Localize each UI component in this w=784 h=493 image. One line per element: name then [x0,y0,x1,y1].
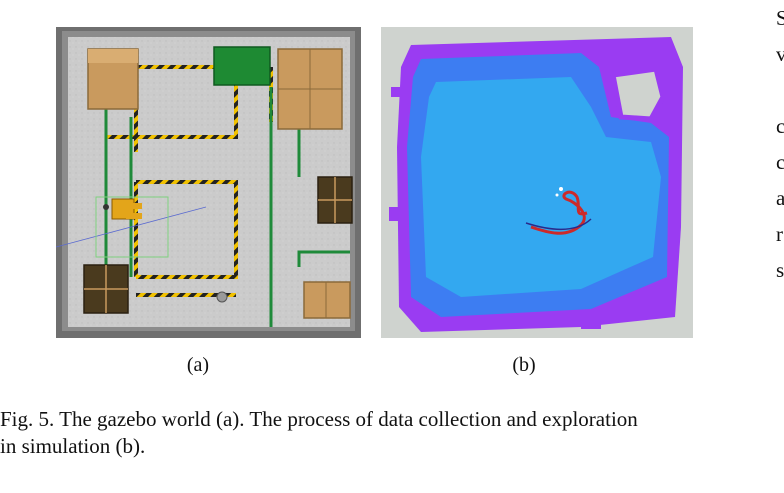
figure-caption-line-2: in simulation (b). [0,434,146,458]
right-column-fragment: c [776,150,784,174]
robot [56,196,207,258]
exploration-map-image [381,27,693,338]
map-explored-inner [421,77,661,297]
right-column-fragment: S [776,6,784,30]
subfigure-label-b: (b) [512,354,536,376]
gazebo-world-image [56,27,361,338]
right-column-text: S v c c a r s [776,0,784,288]
shelves [83,176,353,314]
gazebo-world-scene [56,27,361,338]
robot-path [530,190,588,235]
right-column-fragment: r [776,222,783,246]
green-container [213,46,271,86]
figure-caption: Fig. 5. The gazebo world (a). The proces… [0,406,750,460]
right-column-fragment: a [776,186,784,210]
figure-caption-line-1: Fig. 5. The gazebo world (a). The proces… [0,407,638,431]
right-column-fragment: c [776,114,784,138]
subfigure-label-a: (a) [186,354,210,376]
right-column-fragment: s [776,258,784,282]
right-column-fragment: v [776,42,784,66]
right-column-fragment [776,72,784,108]
small-object [216,291,228,303]
exploration-map [381,27,693,338]
cardboard-boxes [87,48,351,319]
